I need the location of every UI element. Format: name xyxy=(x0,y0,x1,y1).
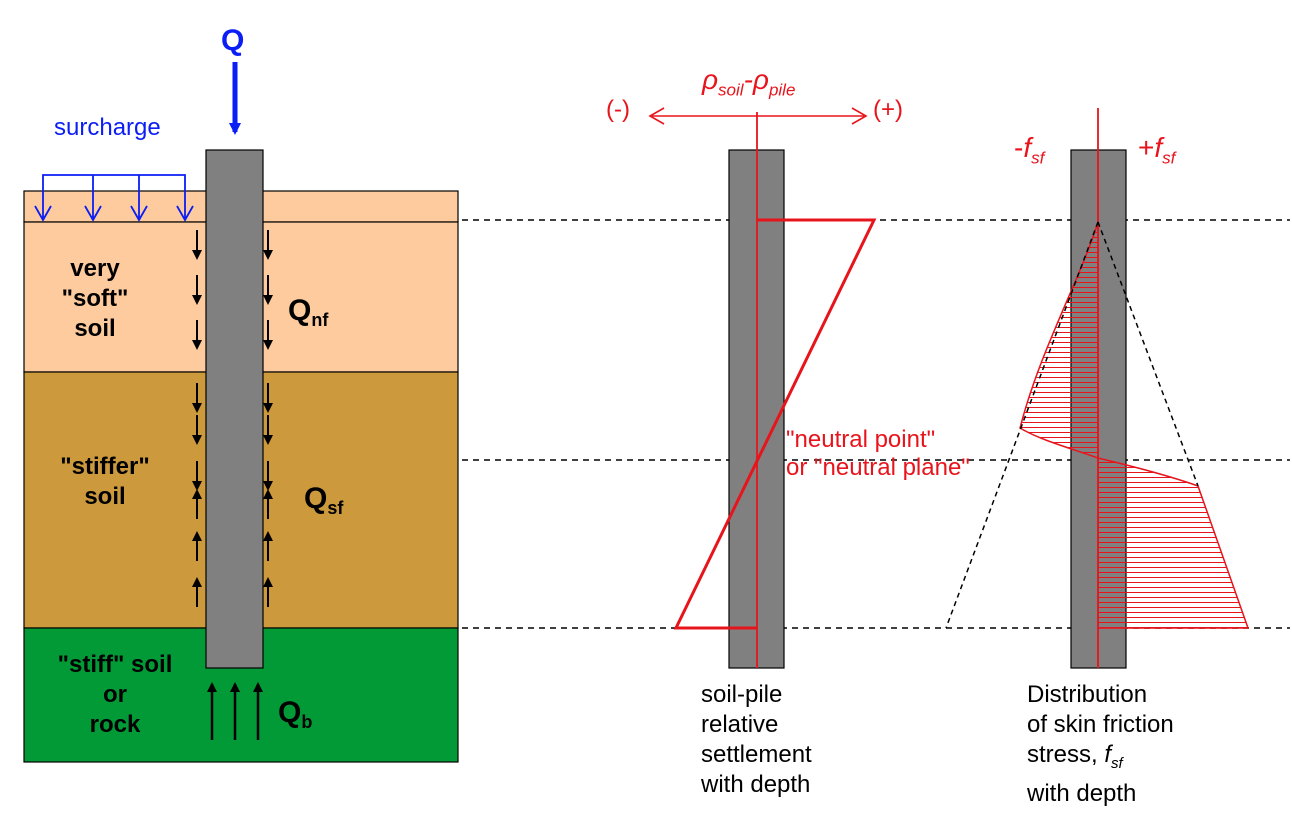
friction-arrowhead xyxy=(192,403,202,413)
stiff-soil-label: "stiff" soil or rock xyxy=(57,651,173,738)
friction-arrowhead xyxy=(192,577,202,587)
positive-skin-friction-label: +fsf xyxy=(1138,132,1176,168)
negative-friction-force-label: Qnf xyxy=(288,294,329,330)
friction-arrowhead xyxy=(263,489,273,499)
friction-arrowhead xyxy=(192,531,202,541)
friction-arrowhead xyxy=(192,489,202,499)
stiffer-soil-label: "stiffer" soil xyxy=(60,453,150,510)
surcharge-arrows xyxy=(34,174,194,222)
friction-arrowhead xyxy=(263,340,273,350)
base-force-label: Qb xyxy=(278,696,313,732)
friction-arrowhead xyxy=(263,577,273,587)
friction-arrowhead xyxy=(192,481,202,491)
friction-envelope-left xyxy=(945,221,1099,629)
surcharge-label: surcharge xyxy=(54,114,161,141)
negative-skin-friction-label: -fsf xyxy=(1014,132,1045,168)
friction-arrowhead xyxy=(263,481,273,491)
base-resistance-arrows xyxy=(207,682,263,740)
friction-arrowhead xyxy=(192,435,202,445)
negative-friction-region xyxy=(1019,221,1099,460)
settlement-profile xyxy=(673,218,877,630)
friction-arrowhead xyxy=(192,340,202,350)
friction-arrowhead xyxy=(263,250,273,260)
pile xyxy=(205,149,264,669)
positive-friction-force-label: Qsf xyxy=(304,482,344,518)
friction-arrowhead xyxy=(192,250,202,260)
positive-direction-label: (+) xyxy=(873,96,903,123)
friction-arrowhead xyxy=(263,531,273,541)
friction-arrowhead xyxy=(192,295,202,305)
relative-settlement-header: ρsoil-ρpile xyxy=(702,64,796,100)
negative-direction-label: (-) xyxy=(606,96,630,123)
positive-friction-region xyxy=(1097,457,1250,629)
settlement-plot-caption: soil-pile relative settlement with depth xyxy=(701,681,812,798)
friction-arrowhead xyxy=(263,403,273,413)
neutral-point-label: "neutral point" or "neutral plane" xyxy=(786,426,970,481)
skin-friction-arrows xyxy=(192,230,273,607)
very-soft-soil-label: very "soft" soil xyxy=(61,255,129,342)
friction-arrowhead xyxy=(263,435,273,445)
friction-arrowhead xyxy=(263,295,273,305)
friction-plot-caption: Distribution of skin friction stress, fs… xyxy=(1027,681,1174,807)
friction-envelope-right xyxy=(1097,221,1199,487)
load-label: Q xyxy=(221,24,245,57)
